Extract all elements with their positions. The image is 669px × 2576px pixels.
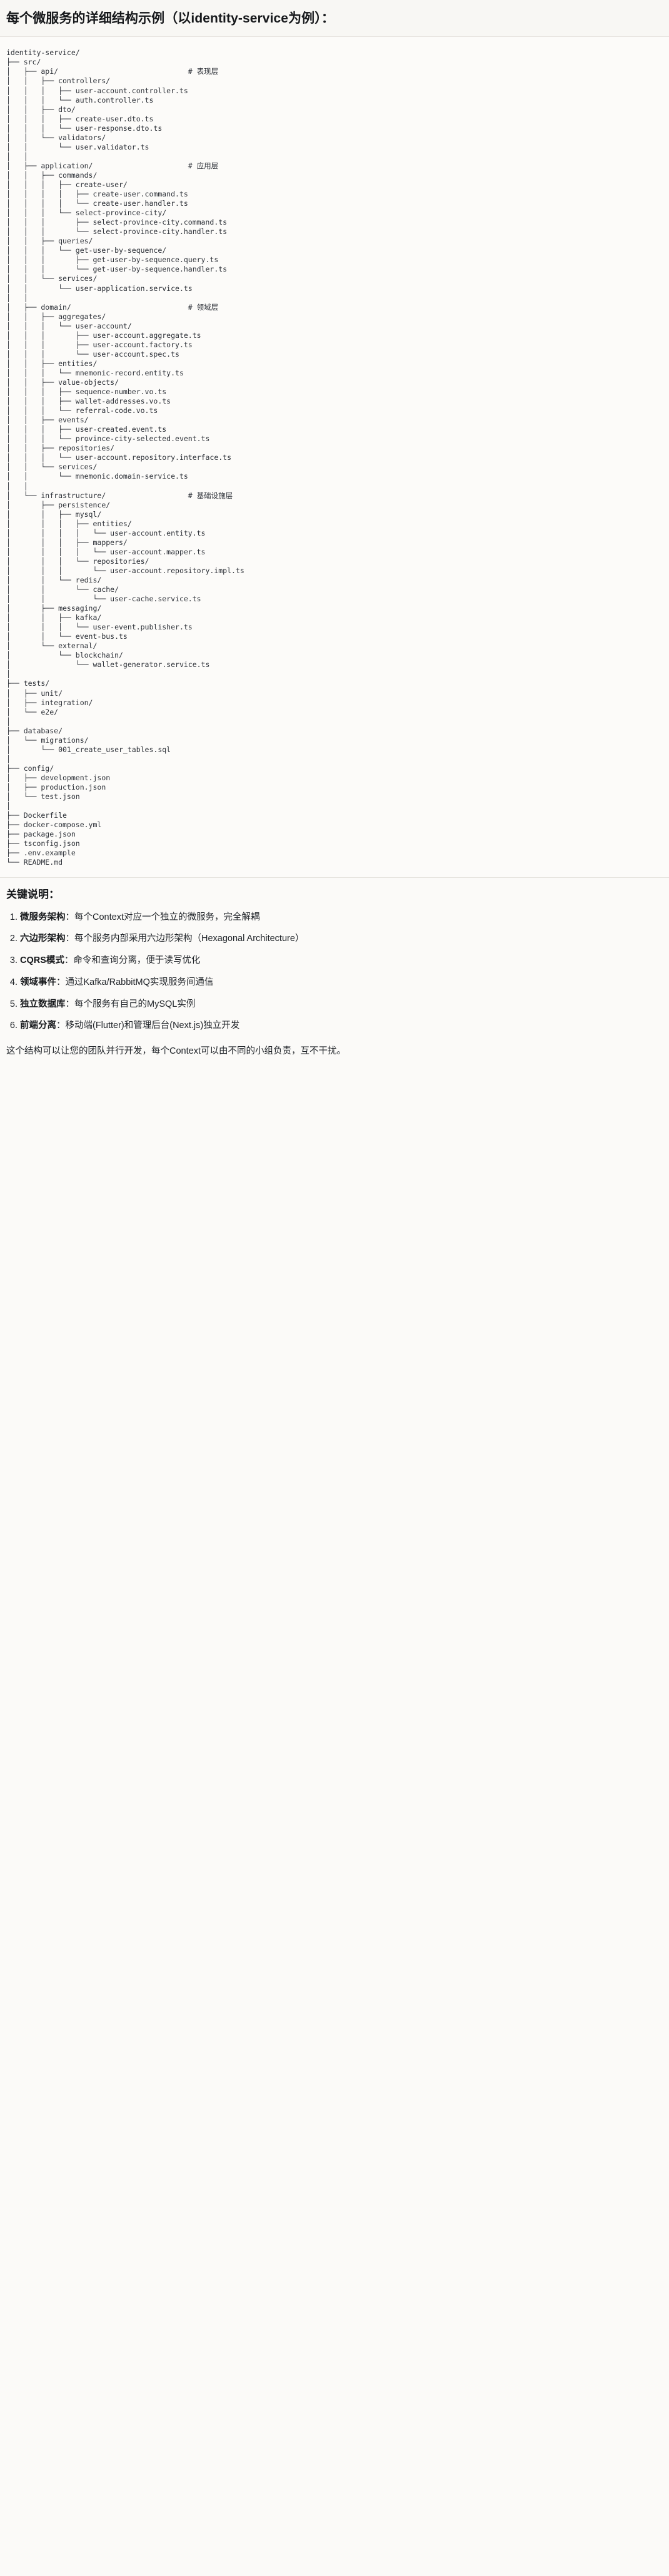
key-point-desc: 每个Context对应一个独立的微服务，完全解耦 [74, 912, 260, 922]
list-item: 微服务架构：每个Context对应一个独立的微服务，完全解耦 [20, 911, 663, 925]
key-point-separator: ： [65, 999, 75, 1009]
key-points-footer: 这个结构可以让您的团队并行开发，每个Context可以由不同的小组负责，互不干扰… [6, 1046, 346, 1057]
key-point-term: CQRS模式 [20, 955, 64, 966]
key-point-term: 六边形架构 [20, 934, 66, 944]
key-point-term: 领域事件 [20, 977, 56, 987]
key-point-desc: 通过Kafka/RabbitMQ实现服务间通信 [65, 977, 214, 987]
page-title: 每个微服务的详细结构示例（以identity-service为例）： [6, 11, 334, 26]
key-point-term: 微服务架构 [20, 912, 66, 922]
key-points-heading: 关键说明： [6, 888, 59, 901]
key-point-desc: 移动端(Flutter)和管理后台(Next.js)独立开发 [65, 1021, 240, 1031]
key-point-desc: 每个服务有自己的MySQL实例 [74, 999, 196, 1009]
list-item: 领域事件：通过Kafka/RabbitMQ实现服务间通信 [20, 976, 663, 990]
key-points-block: 关键说明： 微服务架构：每个Context对应一个独立的微服务，完全解耦 六边形… [0, 878, 669, 1071]
list-item: CQRS模式：命令和查询分离，便于读写优化 [20, 954, 663, 968]
key-point-separator: ： [65, 912, 75, 922]
directory-tree: identity-service/ ├── src/ │ ├── api/ # … [6, 48, 244, 867]
title-block: 每个微服务的详细结构示例（以identity-service为例）： [0, 0, 669, 38]
key-point-separator: ： [65, 934, 75, 944]
key-point-term: 独立数据库 [20, 999, 66, 1009]
key-points-list: 微服务架构：每个Context对应一个独立的微服务，完全解耦 六边形架构：每个服… [6, 911, 663, 1034]
key-point-separator: ： [56, 1021, 66, 1031]
directory-tree-block: identity-service/ ├── src/ │ ├── api/ # … [0, 37, 669, 878]
key-point-separator: ： [64, 955, 74, 966]
key-point-separator: ： [56, 977, 66, 987]
key-point-desc: 命令和查询分离，便于读写优化 [73, 955, 201, 966]
key-point-desc: 每个服务内部采用六边形架构（Hexagonal Architecture） [74, 934, 304, 944]
list-item: 前端分离：移动端(Flutter)和管理后台(Next.js)独立开发 [20, 1019, 663, 1033]
key-point-term: 前端分离 [20, 1021, 56, 1031]
list-item: 六边形架构：每个服务内部采用六边形架构（Hexagonal Architectu… [20, 932, 663, 946]
list-item: 独立数据库：每个服务有自己的MySQL实例 [20, 998, 663, 1012]
page-root: 每个微服务的详细结构示例（以identity-service为例）： ident… [0, 0, 669, 1071]
